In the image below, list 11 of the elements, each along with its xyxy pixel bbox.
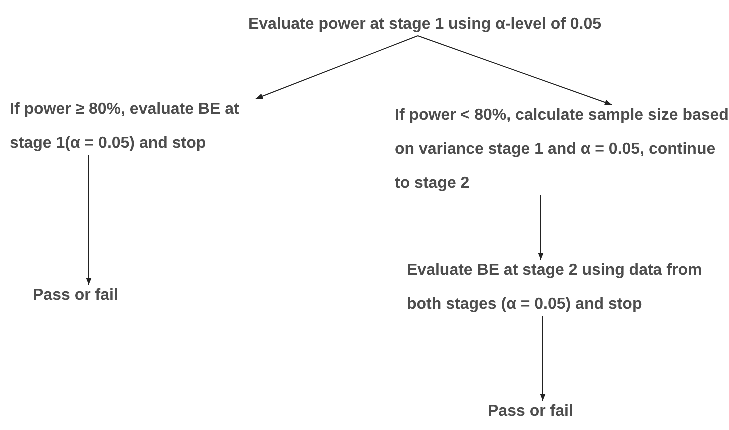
arrow: [256, 36, 418, 100]
arrow: [418, 36, 612, 106]
arrow: [86, 154, 92, 286]
step-text: Evaluate power at stage 1 using α-level of 0.05: [248, 15, 602, 35]
step-text: If power < 80%, calculate sample size based on variance stage 1 and α = 0.05, continue to stage 2: [395, 106, 729, 194]
step-text: If power ≥ 80%, evaluate BE at stage 1(α = 0.05) and stop: [10, 100, 240, 154]
arrow: [538, 194, 544, 260]
step-text: Pass or fail: [33, 286, 118, 306]
arrow: [540, 316, 546, 402]
step-text: Pass or fail: [488, 402, 574, 422]
step-text: Evaluate BE at stage 2 using data from both stages (α = 0.05) and stop: [407, 261, 704, 315]
